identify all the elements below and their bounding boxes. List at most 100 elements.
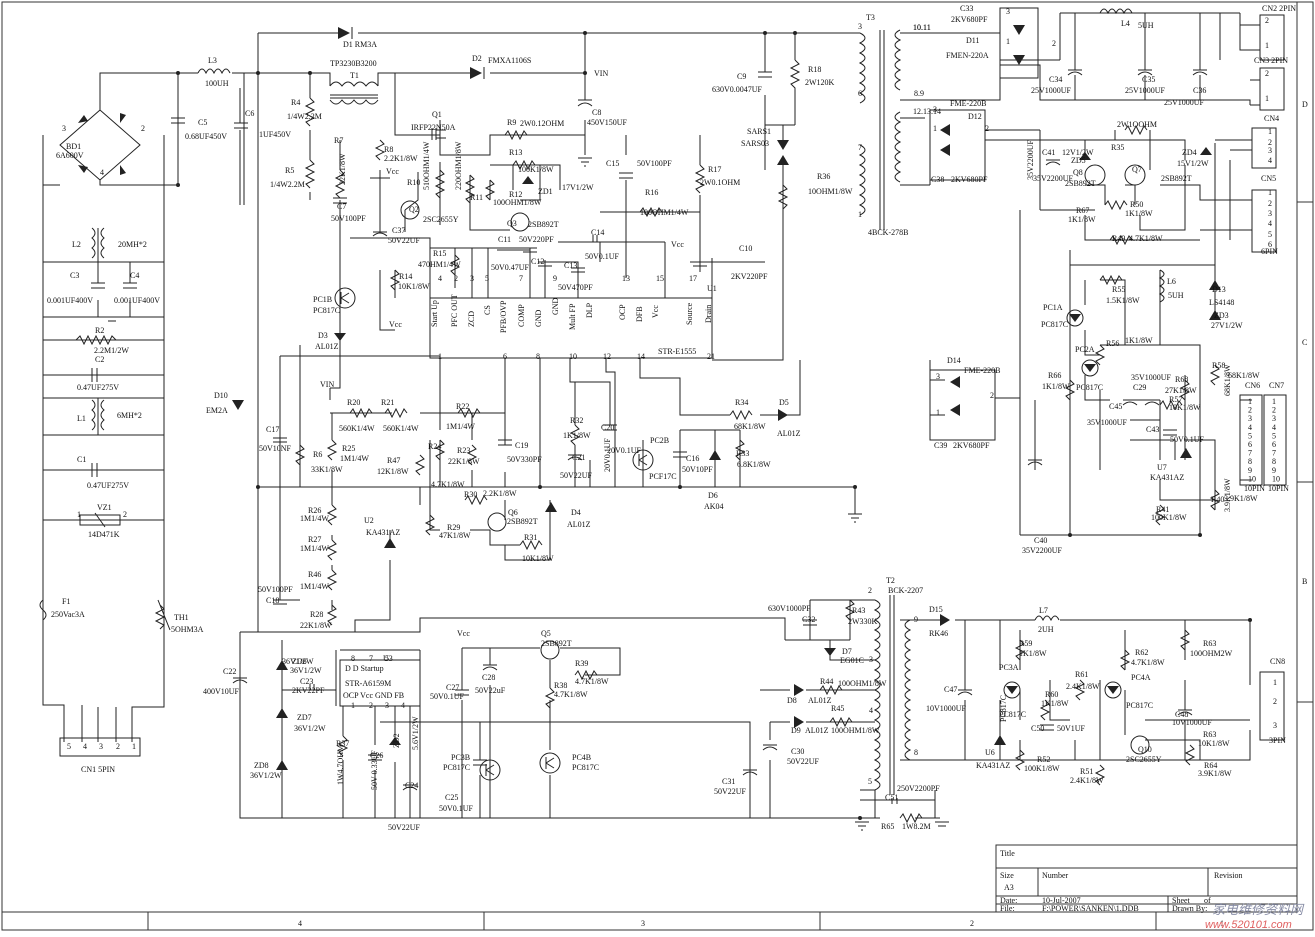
component-label: FME-220B bbox=[950, 99, 986, 108]
component-label: C9 bbox=[737, 72, 746, 81]
component-label: R12 bbox=[509, 190, 522, 199]
component-label: C22 bbox=[223, 667, 236, 676]
component-label: C4 bbox=[130, 271, 139, 280]
component-label: 6MH*2 bbox=[117, 411, 142, 420]
component-label: L4 bbox=[1121, 19, 1130, 28]
component-label: C37 bbox=[392, 226, 405, 235]
pin-number: 7 bbox=[858, 143, 862, 152]
pin-number: 8 bbox=[914, 748, 918, 757]
component-label-vertical: 3.9K1/8W bbox=[1223, 478, 1232, 512]
component-label: TP3230B3200 bbox=[330, 59, 377, 68]
component-label: C40 bbox=[1034, 536, 1047, 545]
cn6-pin-number: 10 bbox=[1248, 474, 1256, 483]
component-label: R46 bbox=[308, 570, 321, 579]
component-label: R17 bbox=[708, 165, 721, 174]
component-label: AL01Z bbox=[808, 696, 832, 705]
component-label: 100OHM1/4W bbox=[640, 208, 689, 217]
component-label-vertical: 35V2200UF bbox=[1026, 139, 1035, 180]
ic-pin-function-label: Source bbox=[685, 302, 694, 325]
component-label: 50V1UF bbox=[1057, 724, 1086, 733]
component-label: 4.7K1/8W bbox=[1131, 658, 1165, 667]
pin-number: 4 bbox=[100, 168, 104, 177]
pin-number: 5 bbox=[385, 654, 389, 663]
component-label: R41 bbox=[1156, 505, 1169, 514]
component-label: R52 bbox=[1037, 755, 1050, 764]
pin-number: 1 bbox=[132, 742, 136, 751]
component-label: ZD6 bbox=[292, 657, 307, 666]
component-label: 100OHM1/8W bbox=[838, 679, 887, 688]
component-label: 100OHM1/8W bbox=[831, 726, 880, 735]
component-label: R64 bbox=[1204, 761, 1217, 770]
component-label: R2 bbox=[95, 326, 104, 335]
component-label: 1M1/4W bbox=[300, 544, 329, 553]
component-label: 4.7K1/8W bbox=[1129, 234, 1163, 243]
component-label: R68 bbox=[1175, 375, 1188, 384]
component-label: 250Vac3A bbox=[51, 610, 85, 619]
pin-number: 2 bbox=[1265, 69, 1269, 78]
pin-number: 3 bbox=[869, 655, 873, 664]
pin-number: 2 bbox=[1268, 199, 1272, 208]
component-label-vertical: 510OHM1/4W bbox=[422, 141, 431, 190]
component-label: PC4A bbox=[1131, 673, 1151, 682]
component-label: 50V22UF bbox=[388, 823, 421, 832]
pin-number: 2 bbox=[116, 742, 120, 751]
component-label: D7 bbox=[842, 647, 852, 656]
pin-number: 1 bbox=[351, 701, 355, 710]
pin-number: 1 bbox=[1265, 41, 1269, 50]
ic-pin-function-label: DLP bbox=[585, 302, 594, 318]
component-label: R20 bbox=[347, 398, 360, 407]
pin-number: 6 bbox=[858, 89, 862, 98]
component-label: CN7 bbox=[1269, 381, 1284, 390]
pin-number: 5 bbox=[868, 777, 872, 786]
component-label: R25 bbox=[342, 444, 355, 453]
component-label: 1K1/8W bbox=[563, 431, 591, 440]
component-label: TH1 bbox=[174, 613, 189, 622]
pin-number: 3 bbox=[1268, 209, 1272, 218]
component-label: 2SB892T bbox=[541, 639, 572, 648]
pin-number: 8 bbox=[351, 654, 355, 663]
component-label: R62 bbox=[1135, 648, 1148, 657]
component-label-vertical: 68K1/8W bbox=[1223, 364, 1232, 396]
component-label: 1UF450V bbox=[259, 130, 291, 139]
component-label: 2UH bbox=[1038, 625, 1054, 634]
top-zone-4: 4 bbox=[298, 919, 302, 928]
component-label: VZ1 bbox=[97, 503, 112, 512]
component-label: 1K1/8W bbox=[1041, 699, 1069, 708]
cn7-pin-number: 7 bbox=[1272, 449, 1276, 458]
component-label: D8 bbox=[787, 696, 797, 705]
pin-number: 1 bbox=[1006, 37, 1010, 46]
component-label: C12 bbox=[531, 257, 544, 266]
component-label: 470HM1/4W bbox=[418, 260, 461, 269]
pin-number: 3 bbox=[470, 274, 474, 283]
component-label: D12 bbox=[968, 112, 982, 121]
component-label: U6 bbox=[985, 748, 995, 757]
component-label: 50V10PF bbox=[682, 465, 713, 474]
component-label: C15 bbox=[606, 159, 619, 168]
sheet-label: Sheet bbox=[1172, 896, 1191, 905]
pin-number: 21 bbox=[707, 352, 715, 361]
pin-number: 2 bbox=[141, 124, 145, 133]
sheet-value: of bbox=[1204, 896, 1211, 905]
component-label: R4 bbox=[291, 98, 300, 107]
component-label: PCF17C bbox=[649, 472, 677, 481]
component-label: R33 bbox=[736, 449, 749, 458]
size-value: A3 bbox=[1004, 883, 1014, 892]
component-label: Vcc bbox=[386, 167, 399, 176]
ic-pin-function-label: GND bbox=[551, 297, 560, 315]
component-label: C29 bbox=[1133, 383, 1146, 392]
component-label: 2.2K1/8W bbox=[483, 489, 517, 498]
component-label: D11 bbox=[966, 36, 979, 45]
component-label: 630V1000PF bbox=[768, 604, 811, 613]
ic-pin-function-label: PFB/OVP bbox=[499, 300, 508, 333]
component-label: R13 bbox=[509, 148, 522, 157]
component-label: ZD5 bbox=[1071, 156, 1086, 165]
component-label: C7 bbox=[337, 202, 346, 211]
pin-number: 2 bbox=[123, 510, 127, 519]
component-label: PC3A bbox=[999, 663, 1019, 672]
component-label: 36V1/2W bbox=[294, 724, 326, 733]
component-label-vertical: 20V0.1UF bbox=[603, 437, 612, 472]
component-label: AL01Z bbox=[805, 726, 829, 735]
component-label: U1 bbox=[707, 284, 717, 293]
component-label: C34 bbox=[1049, 75, 1062, 84]
